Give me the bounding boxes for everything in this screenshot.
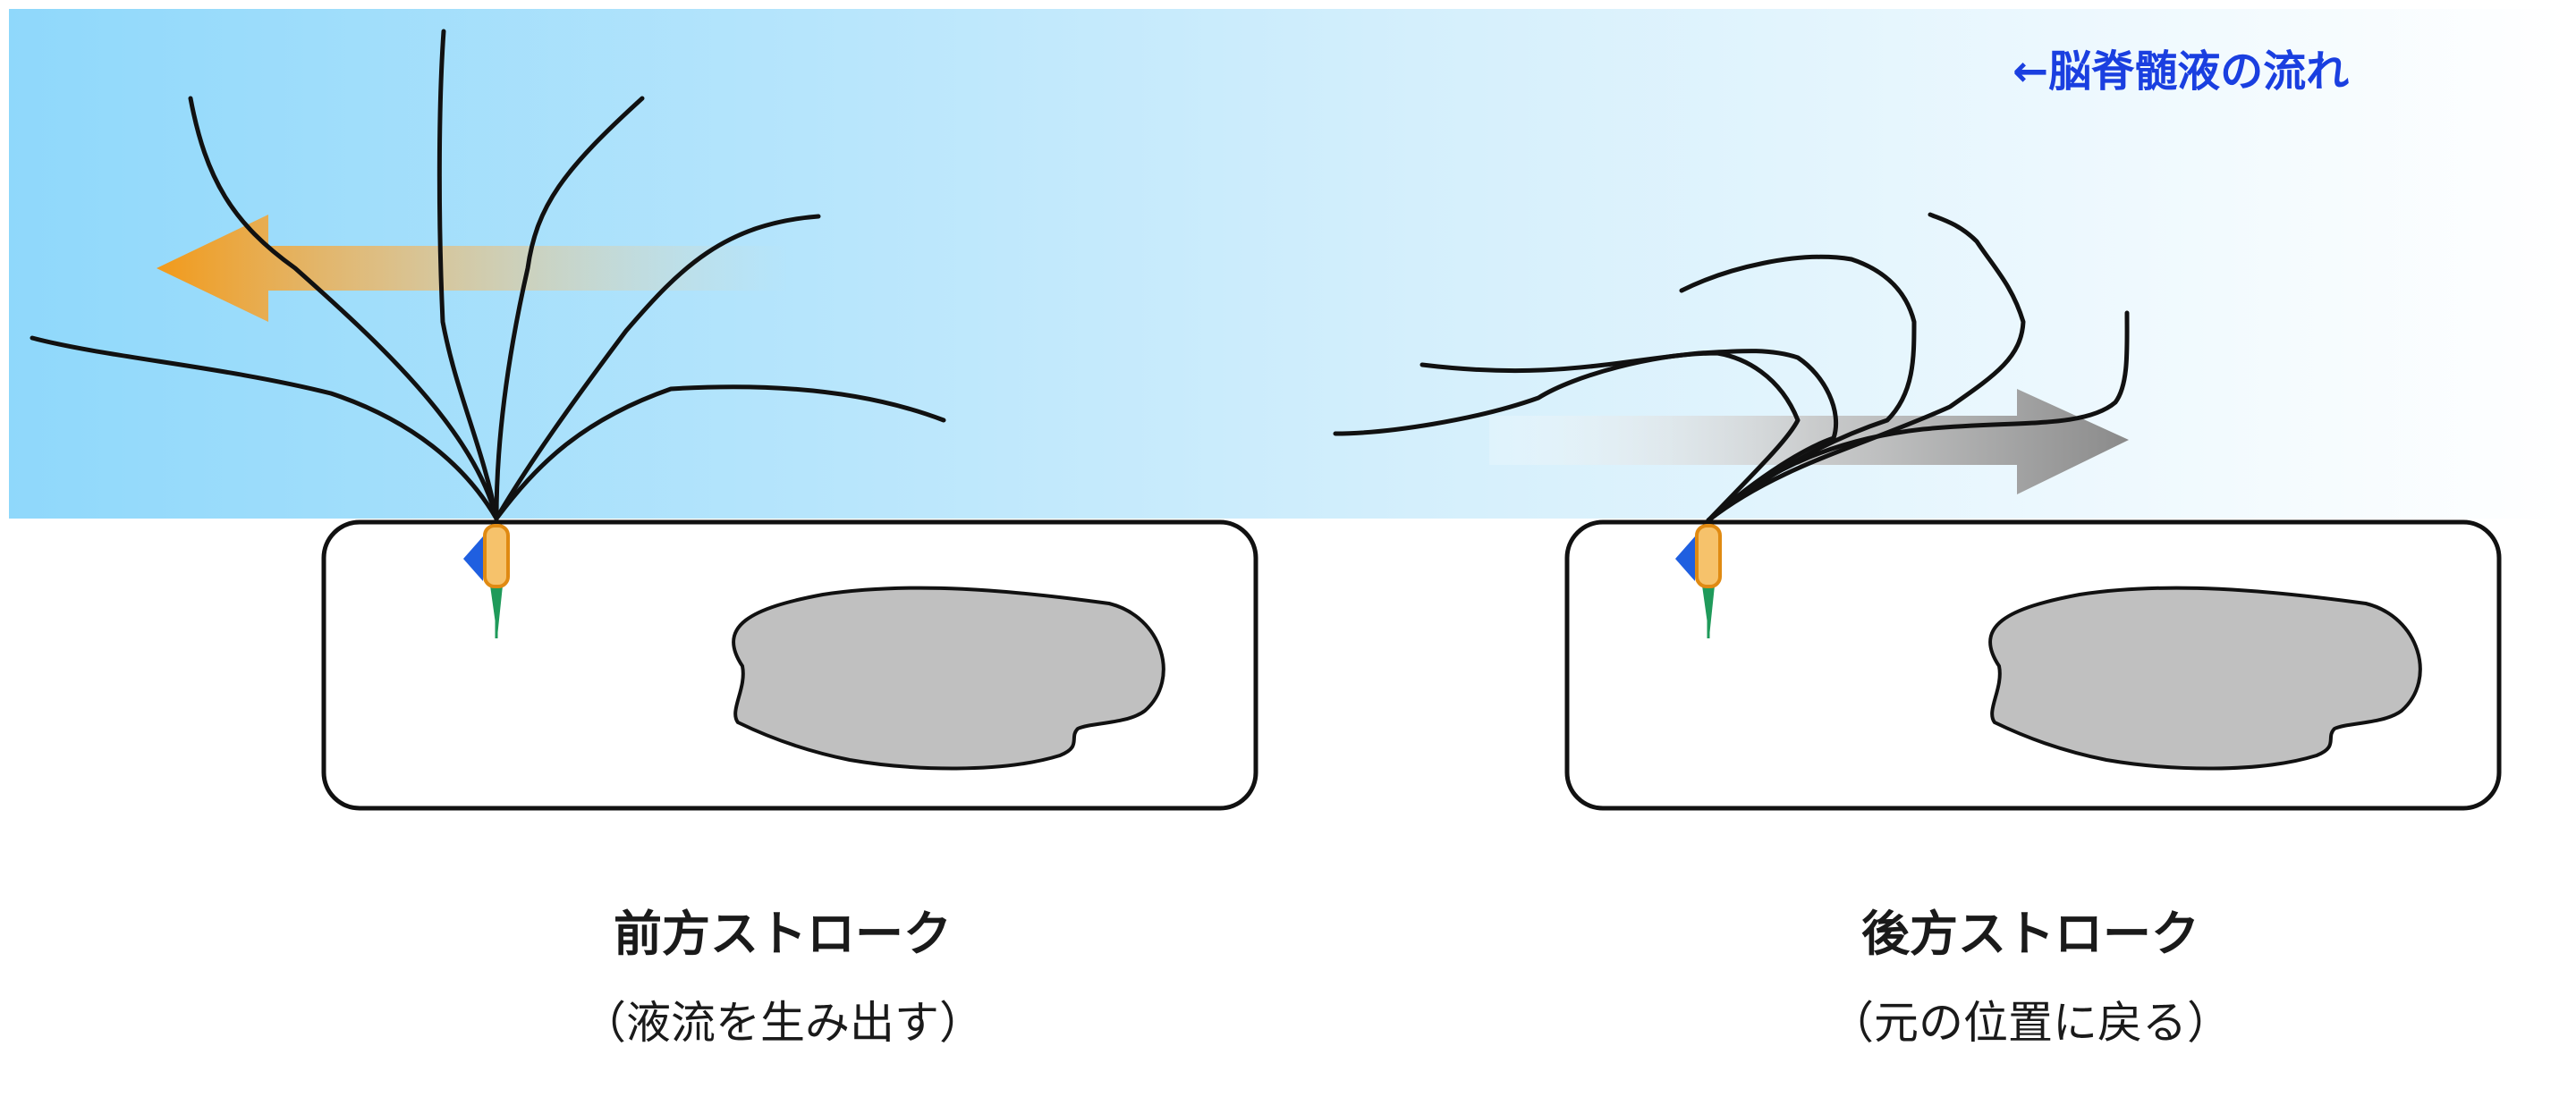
cilia-right [1333,212,2130,523]
backward-flow-arrow [1489,389,2129,494]
nucleus-right [1988,586,2422,771]
forward-stroke-panel [30,29,1258,811]
forward-stroke-title: 前方ストローク [614,906,952,962]
basal-foot-right [1675,536,1695,581]
forward-flow-arrow [157,215,787,322]
backward-stroke-subtitle: （元の位置に戻る） [1829,997,2232,1049]
basal-body-left [483,524,510,588]
backward-stroke-title: 後方ストローク [1861,906,2199,962]
nucleus-left [732,586,1165,771]
csf-flow-label: ←脳脊髄液の流れ [2012,46,2350,97]
basal-body-right [1695,524,1722,588]
backward-stroke-panel [1333,212,2502,811]
forward-stroke-subtitle: （液流を生み出す） [581,997,984,1049]
basal-foot-left [463,536,483,581]
cilia-left [30,29,946,521]
